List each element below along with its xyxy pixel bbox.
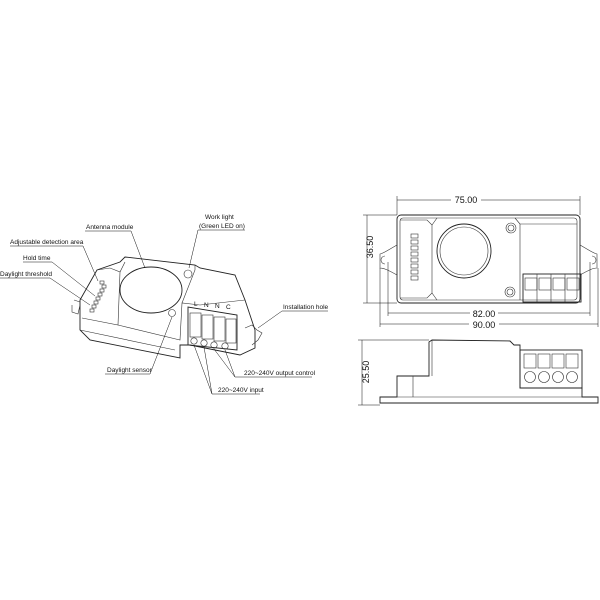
work-light-led bbox=[505, 222, 517, 234]
terminal-block bbox=[519, 349, 583, 389]
label-output-control: 220~240V output control bbox=[244, 370, 316, 377]
work-light-led bbox=[183, 269, 193, 279]
leader-lines bbox=[0, 229, 328, 395]
label-input: 220~240V input bbox=[218, 387, 264, 394]
antenna-dome bbox=[436, 223, 492, 279]
label-daylight-threshold: Daylight threshold bbox=[0, 271, 52, 278]
terminal-letter-l: L bbox=[194, 301, 198, 308]
mounting-tab-right bbox=[244, 324, 263, 346]
top-body-outline bbox=[396, 214, 581, 304]
dip-switch-bank bbox=[410, 233, 419, 281]
terminal-block bbox=[187, 306, 238, 351]
dim-90: 90.00 bbox=[473, 320, 496, 330]
dim-82: 82.00 bbox=[473, 309, 496, 319]
label-adjustable-detection-area: Adjustable detection area bbox=[10, 239, 84, 246]
mounting-tab-left bbox=[71, 299, 81, 315]
top-view: 75.00 36.50 82.00 90.00 bbox=[363, 193, 599, 330]
label-antenna-module: Antenna module bbox=[86, 224, 134, 231]
sensor-body bbox=[79, 256, 256, 359]
terminal-letter-n1: N bbox=[204, 302, 209, 309]
label-hold-time: Hold time bbox=[23, 255, 51, 262]
mounting-tab-left bbox=[379, 244, 398, 276]
antenna-dome bbox=[119, 266, 183, 314]
terminal-block bbox=[522, 273, 582, 303]
isometric-view: L N N C Work light (Green LED on) Antenn… bbox=[0, 214, 329, 395]
daylight-sensor-window bbox=[168, 309, 176, 317]
dim-75: 75.00 bbox=[455, 195, 478, 205]
label-installation-hole: Installation hole bbox=[283, 304, 329, 311]
dim-25-5: 25.50 bbox=[361, 361, 371, 384]
dim-36-5: 36.50 bbox=[365, 236, 375, 259]
terminal-letter-c: C bbox=[226, 304, 231, 311]
side-view: 25.50 bbox=[358, 339, 599, 406]
label-daylight-sensor: Daylight sensor bbox=[107, 367, 153, 374]
label-work-light: Work light bbox=[205, 214, 234, 221]
label-green-led: (Green LED on) bbox=[199, 223, 245, 230]
mounting-tab-right bbox=[579, 244, 598, 276]
daylight-sensor-window bbox=[504, 286, 516, 298]
dip-switch-bank bbox=[89, 280, 107, 313]
terminal-letter-n2: N bbox=[215, 303, 220, 310]
